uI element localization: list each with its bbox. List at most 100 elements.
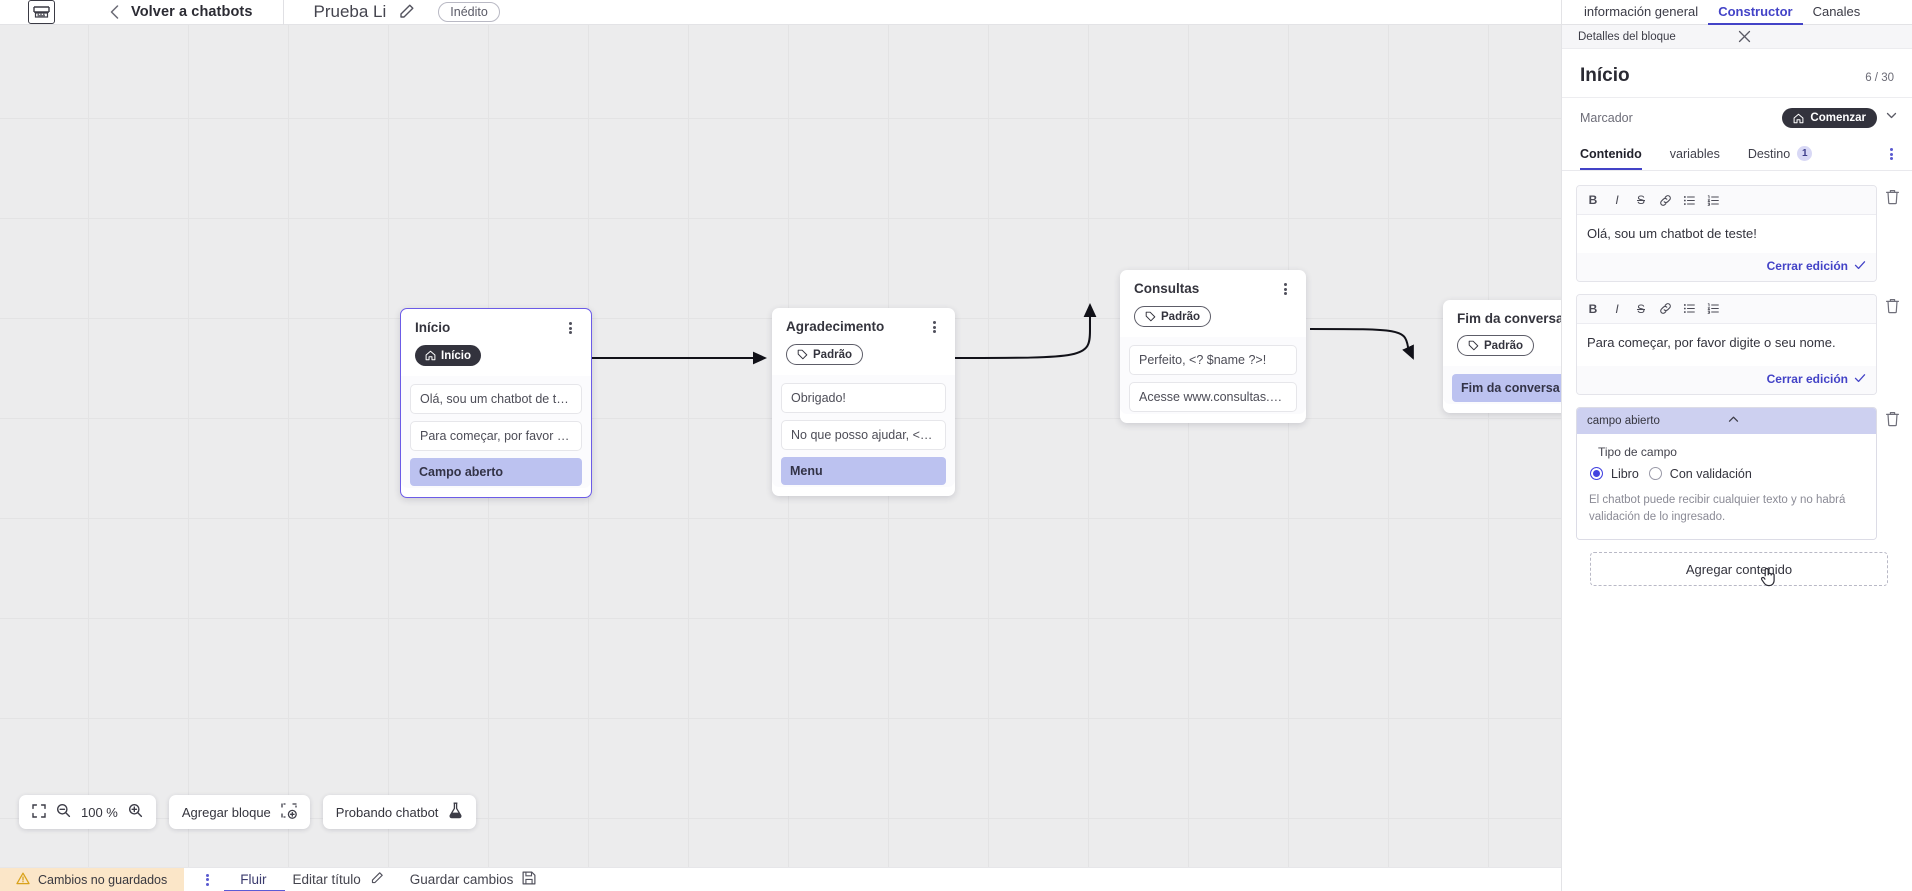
flow-node-inicio[interactable]: Início Início Olá, sou um chatbot de tes…: [400, 308, 592, 498]
back-to-chatbots-link[interactable]: Volver a chatbots: [131, 4, 253, 20]
strikethrough-icon[interactable]: S: [1636, 301, 1645, 316]
trash-icon[interactable]: [1885, 298, 1900, 315]
numbered-list-icon[interactable]: [1701, 299, 1725, 319]
destino-count-badge: 1: [1797, 146, 1813, 161]
close-icon[interactable]: [1738, 30, 1898, 44]
radio-libro-label: Libro: [1611, 466, 1639, 481]
block-title: Início: [1580, 65, 1630, 86]
trash-icon[interactable]: [1885, 189, 1900, 206]
toolbar-divider: [282, 0, 284, 25]
node-message: Para começar, por favor digite o ...: [410, 421, 582, 451]
unsaved-changes-banner: Cambios no guardados: [0, 867, 185, 891]
footer-kebab-icon[interactable]: [200, 872, 214, 888]
tab-destino-label: Destino: [1747, 146, 1791, 161]
flow-edges: [592, 303, 1414, 365]
edit-name-pencil-icon[interactable]: [398, 3, 416, 21]
unsaved-changes-label: Cambios no guardados: [38, 872, 168, 887]
italic-icon[interactable]: I: [1615, 301, 1619, 316]
close-edit-label: Cerrar edición: [1766, 372, 1848, 386]
tab-contenido[interactable]: Contenido: [1580, 139, 1642, 170]
node-action-pill[interactable]: Campo aberto: [410, 458, 582, 486]
add-block-label: Agregar bloque: [181, 804, 271, 820]
chevron-down-icon[interactable]: [1885, 109, 1898, 127]
back-chevron-icon[interactable]: [107, 5, 121, 19]
pointer-hand-icon: [1760, 567, 1776, 587]
node-menu-kebab-icon[interactable]: [1278, 281, 1292, 297]
save-icon: [522, 871, 536, 888]
radio-con-validacion[interactable]: Con validación: [1648, 467, 1752, 481]
save-changes-button[interactable]: Guardar cambios: [410, 871, 537, 888]
editor-toolbar: B I S: [1577, 186, 1876, 215]
block-counter: 6 / 30: [1865, 72, 1894, 84]
block-details-panel: información general Constructor Canales …: [1561, 0, 1912, 891]
status-badge: Inédito: [438, 2, 500, 22]
link-icon[interactable]: [1653, 190, 1677, 210]
editor-text[interactable]: Olá, sou um chatbot de teste!: [1577, 215, 1876, 253]
field-type-radio-group: Libro Con validación: [1589, 467, 1864, 481]
panel-overflow-kebab-icon[interactable]: [1884, 146, 1898, 162]
editor-toolbar: B I S: [1577, 294, 1876, 324]
tab-destino[interactable]: Destino 1: [1747, 138, 1813, 170]
canvas-toolbar: 100 % Agregar bloque Probando chatbot: [19, 795, 477, 829]
radio-selected-icon: [1590, 467, 1603, 480]
bold-icon[interactable]: B: [1588, 301, 1598, 316]
bold-icon[interactable]: B: [1588, 193, 1598, 207]
close-edit-label: Cerrar edición: [1766, 259, 1848, 273]
edit-title-button[interactable]: Editar título: [293, 871, 384, 888]
strikethrough-icon[interactable]: S: [1636, 193, 1645, 207]
add-block-icon: [281, 802, 297, 822]
node-body: Olá, sou um chatbot de teste! Para começ…: [401, 376, 591, 488]
close-edit-button-1[interactable]: Cerrar edición: [1577, 252, 1876, 281]
flow-node-fim-da-conversa[interactable]: Fim da conversa Padrão Fim da conversa: [1443, 300, 1561, 413]
marker-value-label: Comenzar: [1810, 112, 1866, 124]
tab-canales[interactable]: Canales: [1812, 3, 1861, 19]
open-field-header[interactable]: campo abierto: [1577, 407, 1876, 434]
node-chip-label: Padrão: [1484, 339, 1523, 352]
zoom-out-icon[interactable]: [56, 803, 71, 821]
bulleted-list-icon[interactable]: [1677, 299, 1701, 319]
rich-text-editor[interactable]: B I S Para começar, por favor di: [1576, 293, 1877, 395]
node-message: No que posso ajudar, <? $name ...: [781, 420, 946, 450]
node-message: Perfeito, <? $name ?>!: [1129, 345, 1297, 375]
flow-node-consultas[interactable]: Consultas Padrão Perfeito, <? $name ?>! …: [1120, 270, 1306, 423]
content-tabs: Contenido variables Destino 1: [1562, 138, 1912, 171]
node-body: Fim da conversa: [1443, 366, 1561, 404]
add-content-button[interactable]: Agregar contenido: [1590, 552, 1888, 587]
tab-informacion-general[interactable]: información general: [1584, 3, 1699, 19]
radio-libro[interactable]: Libro: [1590, 467, 1639, 481]
edit-title-label: Editar título: [292, 872, 361, 887]
node-menu-kebab-icon[interactable]: [563, 320, 577, 336]
close-edit-button-2[interactable]: Cerrar edición: [1577, 365, 1876, 394]
save-changes-label: Guardar cambios: [409, 872, 514, 887]
test-chatbot-button[interactable]: Probando chatbot: [322, 795, 477, 829]
node-action-pill[interactable]: Fim da conversa: [1452, 374, 1561, 402]
link-icon[interactable]: [1653, 299, 1677, 319]
marker-value-chip[interactable]: Comenzar: [1782, 108, 1877, 128]
tab-variables[interactable]: variables: [1670, 139, 1720, 170]
flow-canvas[interactable]: Início Início Olá, sou um chatbot de tes…: [0, 25, 1561, 867]
trash-icon[interactable]: [1885, 411, 1900, 428]
fit-screen-icon[interactable]: [32, 803, 46, 821]
open-field-card: campo abierto Tipo de campo Libro: [1576, 406, 1877, 540]
rich-text-editor[interactable]: B I S Olá, sou um chatbot de tes: [1576, 185, 1877, 282]
numbered-list-icon[interactable]: [1701, 190, 1725, 210]
tab-constructor[interactable]: Constructor: [1708, 0, 1802, 25]
italic-icon[interactable]: I: [1615, 193, 1619, 207]
node-chip-inicio: Início: [415, 345, 482, 366]
zoom-in-icon[interactable]: [128, 803, 143, 821]
editor-text[interactable]: Para começar, por favor digite o seu nom…: [1577, 323, 1876, 366]
home-icon: [425, 350, 436, 361]
panel-top-tabs: información general Constructor Canales: [1562, 0, 1912, 25]
bulleted-list-icon[interactable]: [1677, 190, 1701, 210]
flow-node-agradecimento[interactable]: Agradecimento Padrão Obrigado! No que po…: [772, 308, 955, 496]
panel-subheader: Detalles del bloque: [1562, 25, 1912, 49]
chevron-up-icon[interactable]: [1727, 413, 1867, 429]
zoom-controls[interactable]: 100 %: [19, 795, 156, 829]
node-action-pill[interactable]: Menu: [781, 457, 946, 485]
add-block-button[interactable]: Agregar bloque: [168, 795, 310, 829]
footer-tab-flow[interactable]: Fluir: [224, 872, 285, 891]
node-menu-kebab-icon[interactable]: [927, 319, 941, 335]
marker-row: Marcador Comenzar: [1562, 98, 1912, 138]
node-chip-padrao: Padrão: [786, 344, 863, 365]
